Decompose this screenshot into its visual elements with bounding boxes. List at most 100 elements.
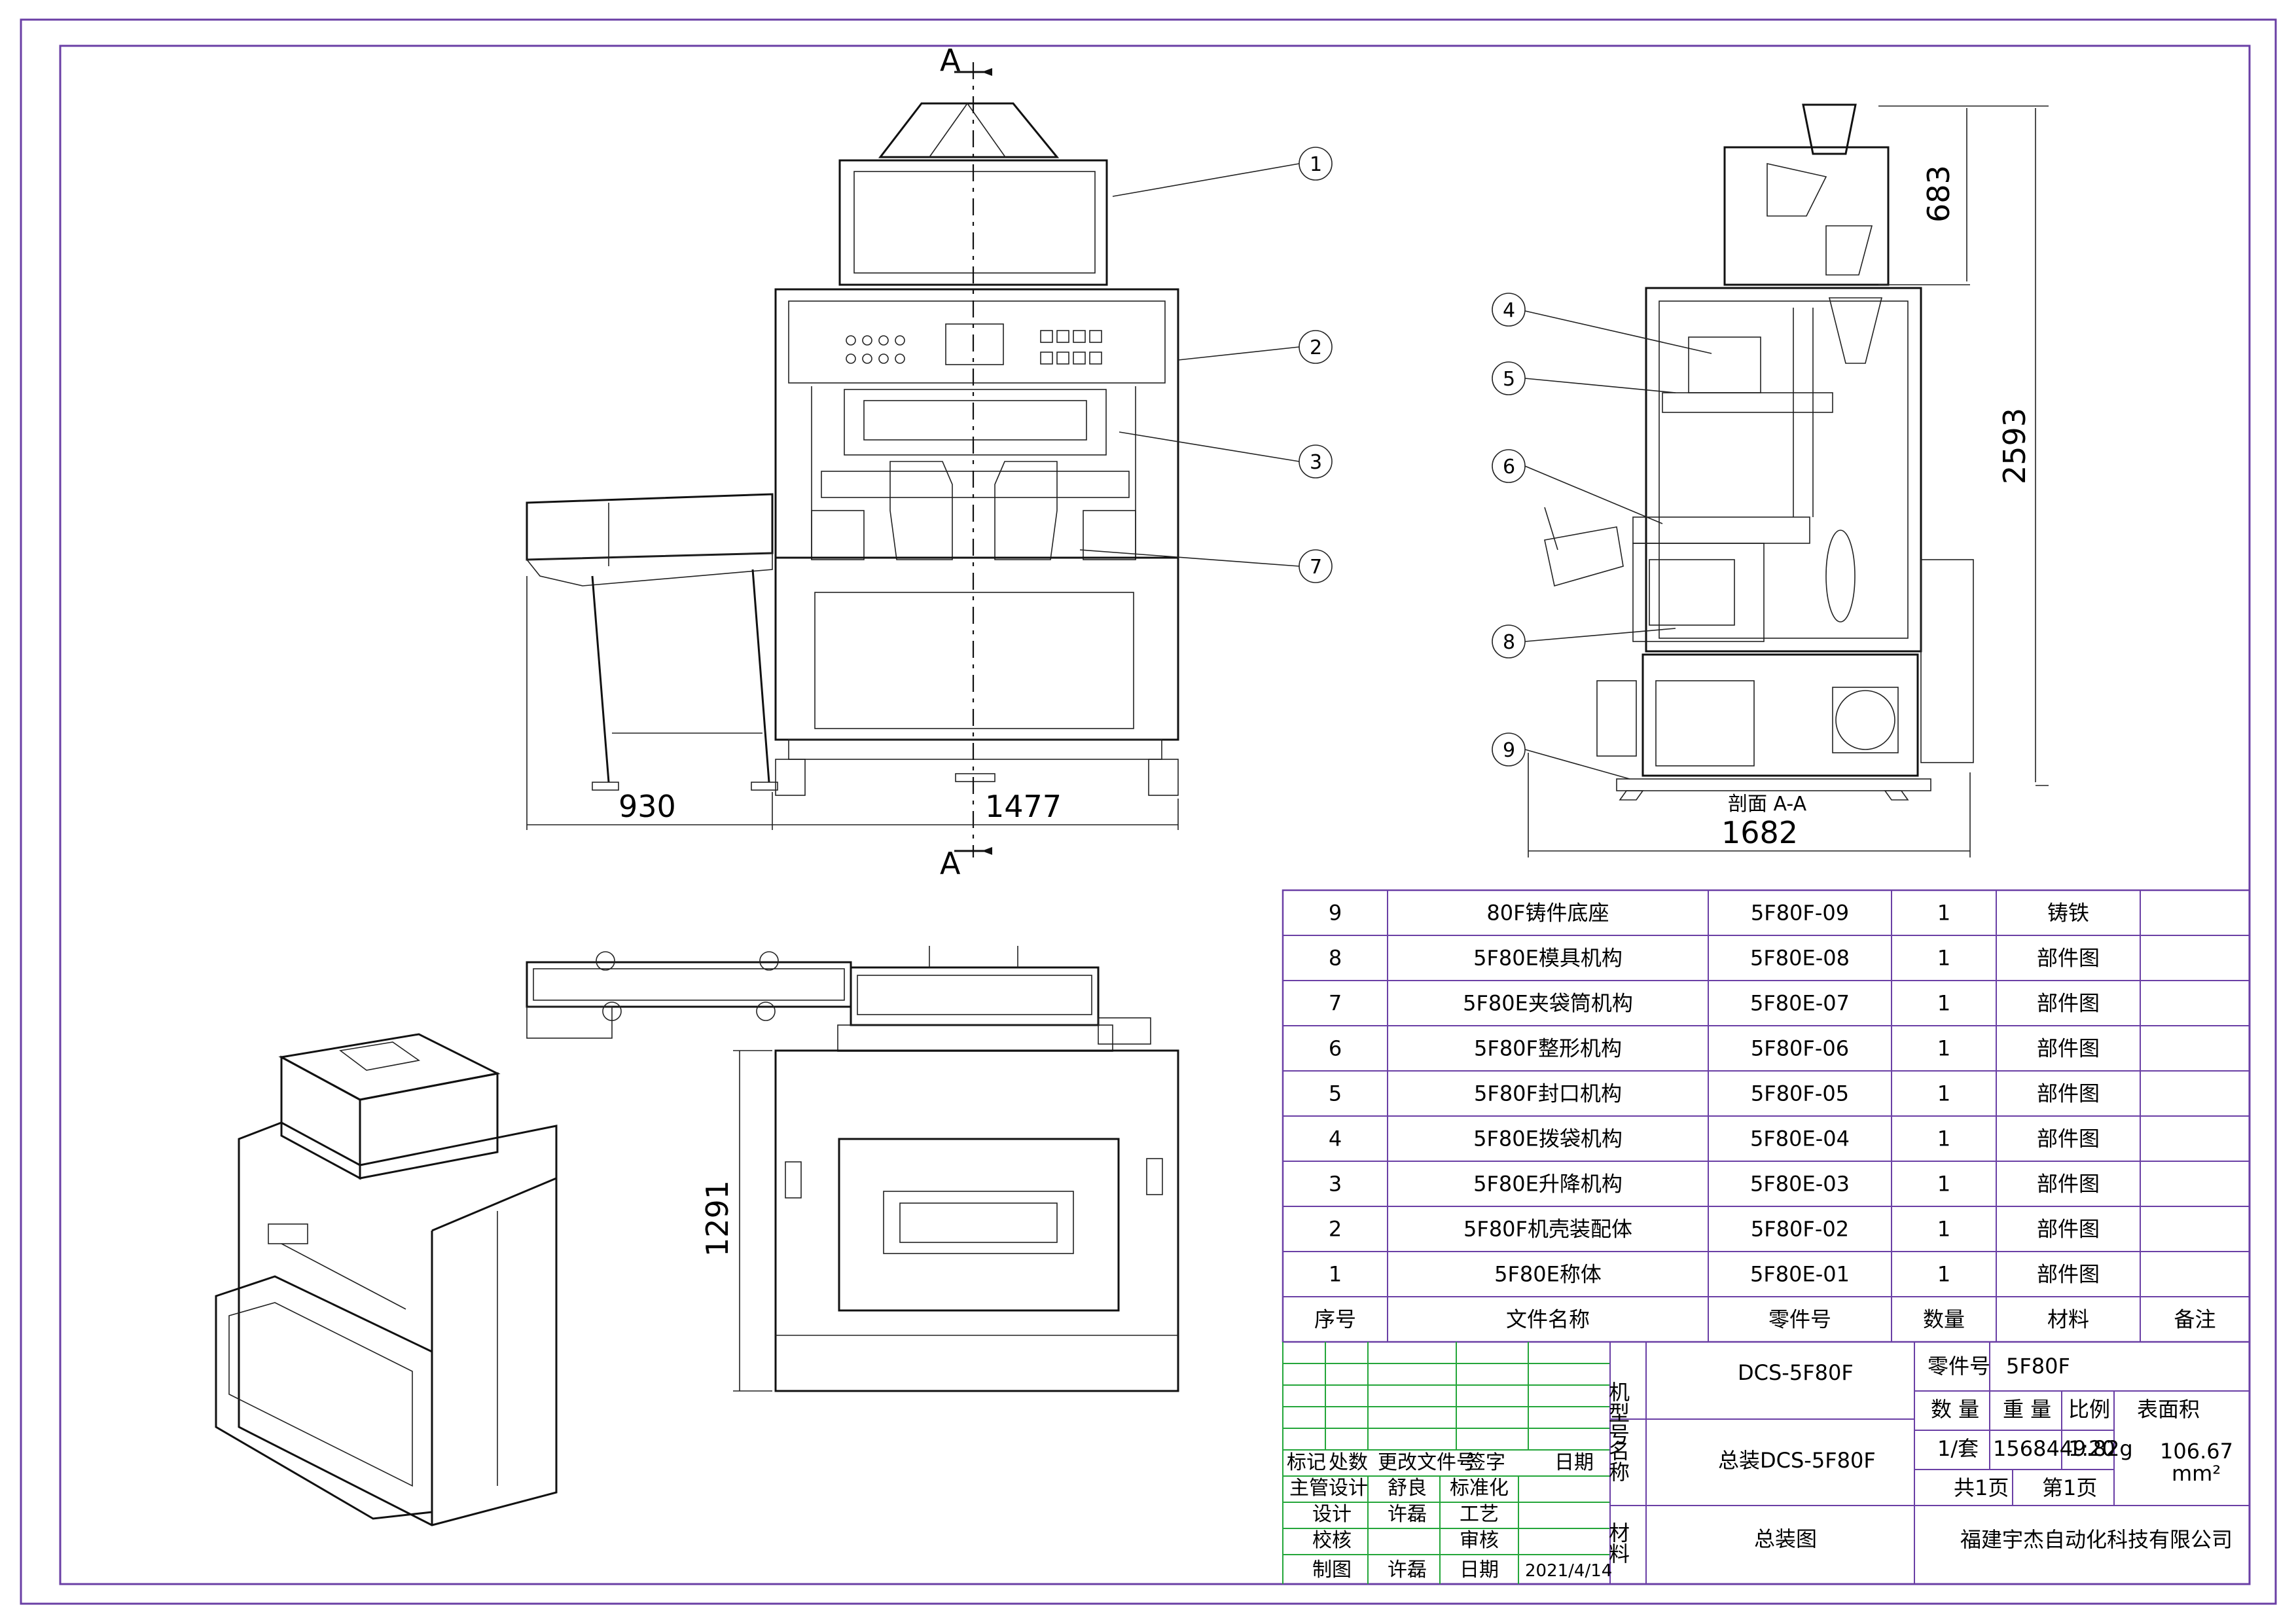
bom-cell: 1: [1937, 1217, 1950, 1242]
area-value: 106.67: [2160, 1439, 2233, 1464]
rev-col-mark: 标记: [1287, 1451, 1326, 1474]
bom-cell: 1: [1937, 946, 1950, 971]
qty-value: 1/套: [1937, 1436, 1979, 1461]
bom-cell: 部件图: [2037, 1036, 2100, 1061]
balloon-6: 6: [1492, 449, 1526, 483]
balloon-4: 4: [1492, 293, 1526, 327]
rev-col-docno: 更改文件号: [1378, 1451, 1476, 1474]
company-name: 福建宇杰自动化科技有限公司: [1960, 1527, 2233, 1552]
bom-cell: 部件图: [2037, 1081, 2100, 1106]
bom-cell: 序号: [1314, 1307, 1356, 1332]
material-value: 总装图: [1754, 1526, 1817, 1551]
bom-cell: 5F80E模具机构: [1473, 946, 1623, 971]
sig-role2-0: 标准化: [1450, 1477, 1509, 1500]
svg-text:6: 6: [1503, 456, 1515, 478]
balloons: 1 2 3 7 4 5 6 8 9: [1299, 147, 1526, 767]
bom-cell: 1: [1937, 1172, 1950, 1197]
bom-cell: 3: [1329, 1172, 1342, 1197]
svg-text:1: 1: [1310, 153, 1322, 176]
bom-cell: 1: [1937, 1262, 1950, 1287]
bom-cell: 8: [1329, 946, 1342, 971]
qty-label: 数 量: [1931, 1397, 1979, 1422]
sig-role-3: 制图: [1312, 1559, 1352, 1581]
top-view: 1291: [526, 946, 1179, 1392]
sig-role2-2: 审核: [1460, 1529, 1499, 1552]
area-label: 表面积: [2137, 1397, 2200, 1422]
sig-role-2: 校核: [1312, 1529, 1352, 1552]
bom-cell: 5F80E升降机构: [1473, 1172, 1623, 1197]
bom-header-row: 序号文件名称零件号数量材料备注: [1314, 1307, 2216, 1332]
rev-col-sign: 签字: [1466, 1451, 1505, 1474]
svg-text:8: 8: [1503, 631, 1515, 654]
sig-role-0: 主管设计: [1289, 1477, 1368, 1500]
bom-cell: 部件图: [2037, 991, 2100, 1016]
side-section-view: 剖面 A-A 1682 683 2593: [1524, 103, 2049, 857]
bom-cell: 部件图: [2037, 946, 2100, 971]
bom-cell: 5F80F封口机构: [1474, 1081, 1622, 1106]
balloon-8: 8: [1492, 624, 1526, 659]
rev-col-date: 日期: [1554, 1451, 1594, 1474]
isometric-view: [215, 1033, 558, 1526]
bom-cell: 5F80F-06: [1751, 1036, 1849, 1061]
bom-cell: 1: [1329, 1262, 1342, 1287]
dim-side-depth: 1682: [1721, 815, 1798, 850]
bom-cell: 5F80E称体: [1494, 1262, 1602, 1287]
bom-cell: 6: [1329, 1036, 1342, 1061]
weight-value: 1568449.82g: [1993, 1436, 2133, 1461]
bom-cell: 零件号: [1768, 1307, 1831, 1332]
part-no-label: 零件号: [1928, 1354, 1990, 1379]
bom-cell: 5F80E拨袋机构: [1473, 1127, 1623, 1151]
svg-text:2: 2: [1310, 336, 1322, 359]
sheets-total: 共1页: [1954, 1475, 2009, 1500]
bom-cell: 4: [1329, 1127, 1342, 1151]
dim-hopper-height: 683: [1921, 165, 1956, 223]
name-label: 名称: [1605, 1440, 1630, 1482]
bom-cell: 部件图: [2037, 1262, 2100, 1287]
dim-side-height: 2593: [1997, 408, 2032, 484]
balloon-7: 7: [1299, 549, 1333, 583]
bom-cell: 备注: [2174, 1307, 2215, 1332]
dim-top-depth: 1291: [700, 1180, 735, 1257]
area-unit: mm²: [2172, 1461, 2221, 1486]
scale-label: 比例: [2068, 1397, 2110, 1422]
sig-name-0: 舒良: [1388, 1477, 1427, 1500]
sheet-no: 第1页: [2042, 1475, 2097, 1500]
balloon-5: 5: [1492, 361, 1526, 395]
bom-cell: 5F80F-05: [1751, 1081, 1849, 1106]
title-block: 机型号 名称 材料 DCS-5F80F 总装DCS-5F80F 总装图 零件号 …: [1282, 1342, 2250, 1584]
bom-row: 1 5F80E称体 5F80E-01 1 部件图: [1329, 1262, 2100, 1287]
sig-name-1: 许磊: [1388, 1503, 1427, 1526]
material-label: 材料: [1605, 1522, 1630, 1564]
section-mark-bottom: A: [940, 846, 961, 881]
bom-cell: 5F80E-01: [1750, 1262, 1850, 1287]
bom-cell: 1: [1937, 901, 1950, 926]
bom-cell: 数量: [1923, 1307, 1965, 1332]
bom-cell: 部件图: [2037, 1217, 2100, 1242]
svg-text:3: 3: [1310, 451, 1322, 474]
bom-cell: 1: [1937, 991, 1950, 1016]
sig-role2-3: 日期: [1460, 1559, 1499, 1581]
dim-front-width: 1477: [985, 789, 1062, 824]
bom-cell: 1: [1937, 1036, 1950, 1061]
balloon-3: 3: [1299, 444, 1333, 478]
svg-text:9: 9: [1503, 739, 1515, 762]
bom-cell: 80F铸件底座: [1486, 901, 1609, 926]
bom-cell: 7: [1329, 991, 1342, 1016]
section-label: 剖面 A-A: [1728, 793, 1807, 816]
bom-cell: 2: [1329, 1217, 1342, 1242]
bom-cell: 铸铁: [2047, 901, 2089, 926]
model-value: DCS-5F80F: [1738, 1360, 1854, 1385]
outer-border: [20, 18, 2277, 1605]
bom-cell: 文件名称: [1506, 1307, 1590, 1332]
weight-label: 重 量: [2003, 1397, 2051, 1422]
model-label: 机型号: [1605, 1381, 1630, 1444]
bom-cell: 1: [1937, 1127, 1950, 1151]
bom-cell: 9: [1329, 901, 1342, 926]
